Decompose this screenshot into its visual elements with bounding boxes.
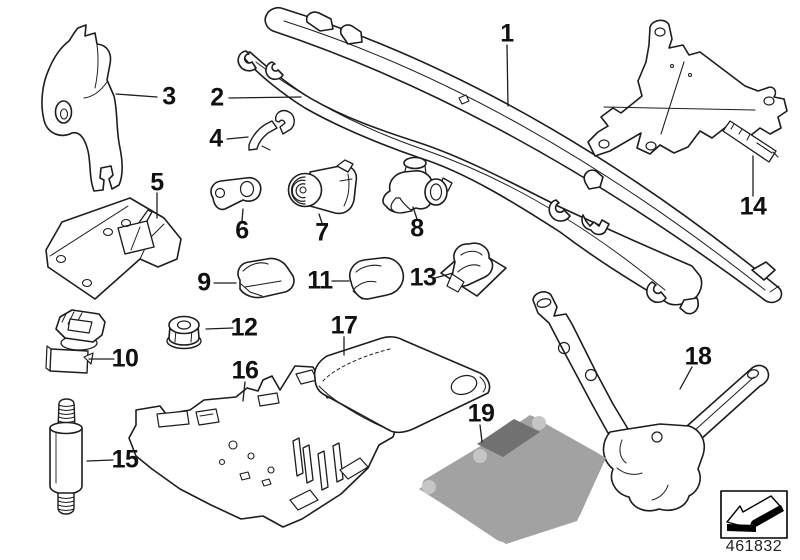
part-3-bracket-drawing [41, 24, 123, 192]
leader-lines [86, 44, 754, 462]
part-15-stud-drawing [49, 398, 83, 515]
callout-4[interactable]: 4 [209, 124, 223, 153]
part-6-tab-drawing [210, 176, 262, 211]
document-number: 461832 [725, 538, 783, 555]
callout-17[interactable]: 17 [330, 311, 358, 340]
part-9-clip-drawing [237, 257, 295, 299]
part-18-support-bracket-drawing [532, 291, 770, 512]
callout-18[interactable]: 18 [684, 342, 712, 371]
callout-3[interactable]: 3 [162, 82, 176, 111]
installation-direction-arrow-icon [720, 490, 788, 539]
part-14-bracket-drawing [587, 19, 788, 163]
callout-13[interactable]: 13 [409, 263, 437, 292]
part-19-pad-drawing [419, 415, 606, 544]
callout-16[interactable]: 16 [231, 356, 259, 385]
callout-1[interactable]: 1 [500, 19, 514, 48]
callout-2[interactable]: 2 [210, 83, 224, 112]
callout-9[interactable]: 9 [197, 268, 211, 297]
part-17-pouch-drawing [313, 336, 491, 434]
part-1-moulding-drawing [264, 6, 783, 304]
part-5-bracket-drawing [45, 197, 182, 300]
part-2-moulding-drawing [237, 50, 703, 315]
callout-5[interactable]: 5 [150, 168, 164, 197]
callout-19[interactable]: 19 [467, 399, 495, 428]
callout-6[interactable]: 6 [235, 216, 249, 245]
part-12-nut-drawing [166, 315, 202, 350]
callout-15[interactable]: 15 [111, 445, 139, 474]
callout-8[interactable]: 8 [410, 214, 424, 243]
part-7-clamp-drawing [287, 159, 358, 215]
part-4-clip-drawing [248, 109, 295, 151]
callout-14[interactable]: 14 [739, 192, 767, 221]
callout-11[interactable]: 11 [307, 266, 333, 295]
part-10-cage-clip-drawing [45, 309, 106, 374]
part-11-clip-drawing [348, 256, 405, 300]
callout-10[interactable]: 10 [111, 344, 139, 373]
part-13-clip-drawing [440, 242, 507, 297]
callout-12[interactable]: 12 [230, 313, 258, 342]
callout-7[interactable]: 7 [315, 218, 329, 247]
part-8-clamp-drawing [382, 156, 453, 214]
